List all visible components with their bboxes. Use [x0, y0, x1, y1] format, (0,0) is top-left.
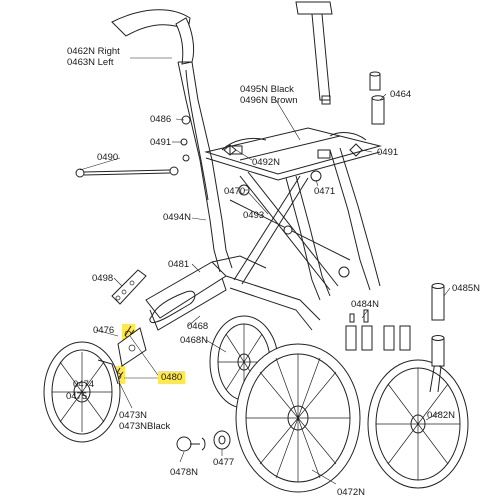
label-0498: 0498 — [92, 273, 114, 284]
label-0480-highlighted: 0480 — [158, 371, 186, 384]
label-0464: 0464 — [390, 89, 412, 100]
label-0473nblack: 0473NBlack — [119, 421, 171, 432]
left-frame-tube — [177, 61, 233, 273]
tube-0485n — [431, 283, 445, 367]
screws — [180, 115, 191, 162]
label-0476: 0476 — [93, 325, 115, 336]
axle-0490 — [75, 166, 179, 178]
right-frame-tubes — [285, 147, 381, 301]
right-wheel-0482n — [367, 355, 469, 489]
label-0482n: 0482N — [427, 410, 455, 421]
label-0468n: 0468N — [180, 335, 208, 346]
label-0463n-left: 0463N Left — [67, 57, 114, 68]
label-0491-left: 0491 — [150, 137, 172, 148]
label-0484n: 0484N — [351, 299, 379, 310]
label-0475: 0475 — [66, 391, 88, 402]
label-0462n-right: 0462N Right — [67, 46, 120, 57]
label-0494n: 0494N — [163, 212, 191, 223]
cross-braces — [229, 170, 351, 291]
lower-frame — [145, 255, 321, 331]
label-0477: 0477 — [213, 457, 235, 468]
label-0492n: 0492N — [252, 157, 280, 168]
label-0471: 0471 — [314, 186, 336, 197]
leader-lines — [79, 57, 451, 485]
label-0486: 0486 — [150, 114, 172, 125]
rear-wheel-0472n — [235, 343, 361, 493]
label-0472n: 0472N — [337, 487, 365, 498]
label-0485n: 0485N — [452, 283, 480, 294]
small-parts-0484n — [345, 309, 411, 351]
label-0473n: 0473N — [119, 410, 147, 421]
label-0490: 0490 — [97, 152, 119, 163]
label-0495n-black: 0495N Black — [240, 84, 294, 95]
label-0468: 0468 — [187, 321, 209, 332]
hub-parts — [176, 430, 231, 452]
label-0491-right: 0491 — [377, 147, 399, 158]
label-0481: 0481 — [168, 259, 190, 270]
front-wheel-small — [43, 341, 121, 443]
label-0478n: 0478N — [170, 467, 198, 478]
seat-frame — [204, 127, 382, 181]
brake-plate-0498 — [111, 269, 147, 305]
caps-0464 — [321, 71, 385, 125]
label-0493: 0493 — [243, 210, 265, 221]
label-0470: 0470 — [224, 186, 246, 197]
handle-grips — [111, 1, 333, 101]
label-0496n-brown: 0496N Brown — [240, 95, 298, 106]
label-0474: 0474 — [73, 379, 95, 390]
bracket-0476 — [117, 327, 147, 367]
